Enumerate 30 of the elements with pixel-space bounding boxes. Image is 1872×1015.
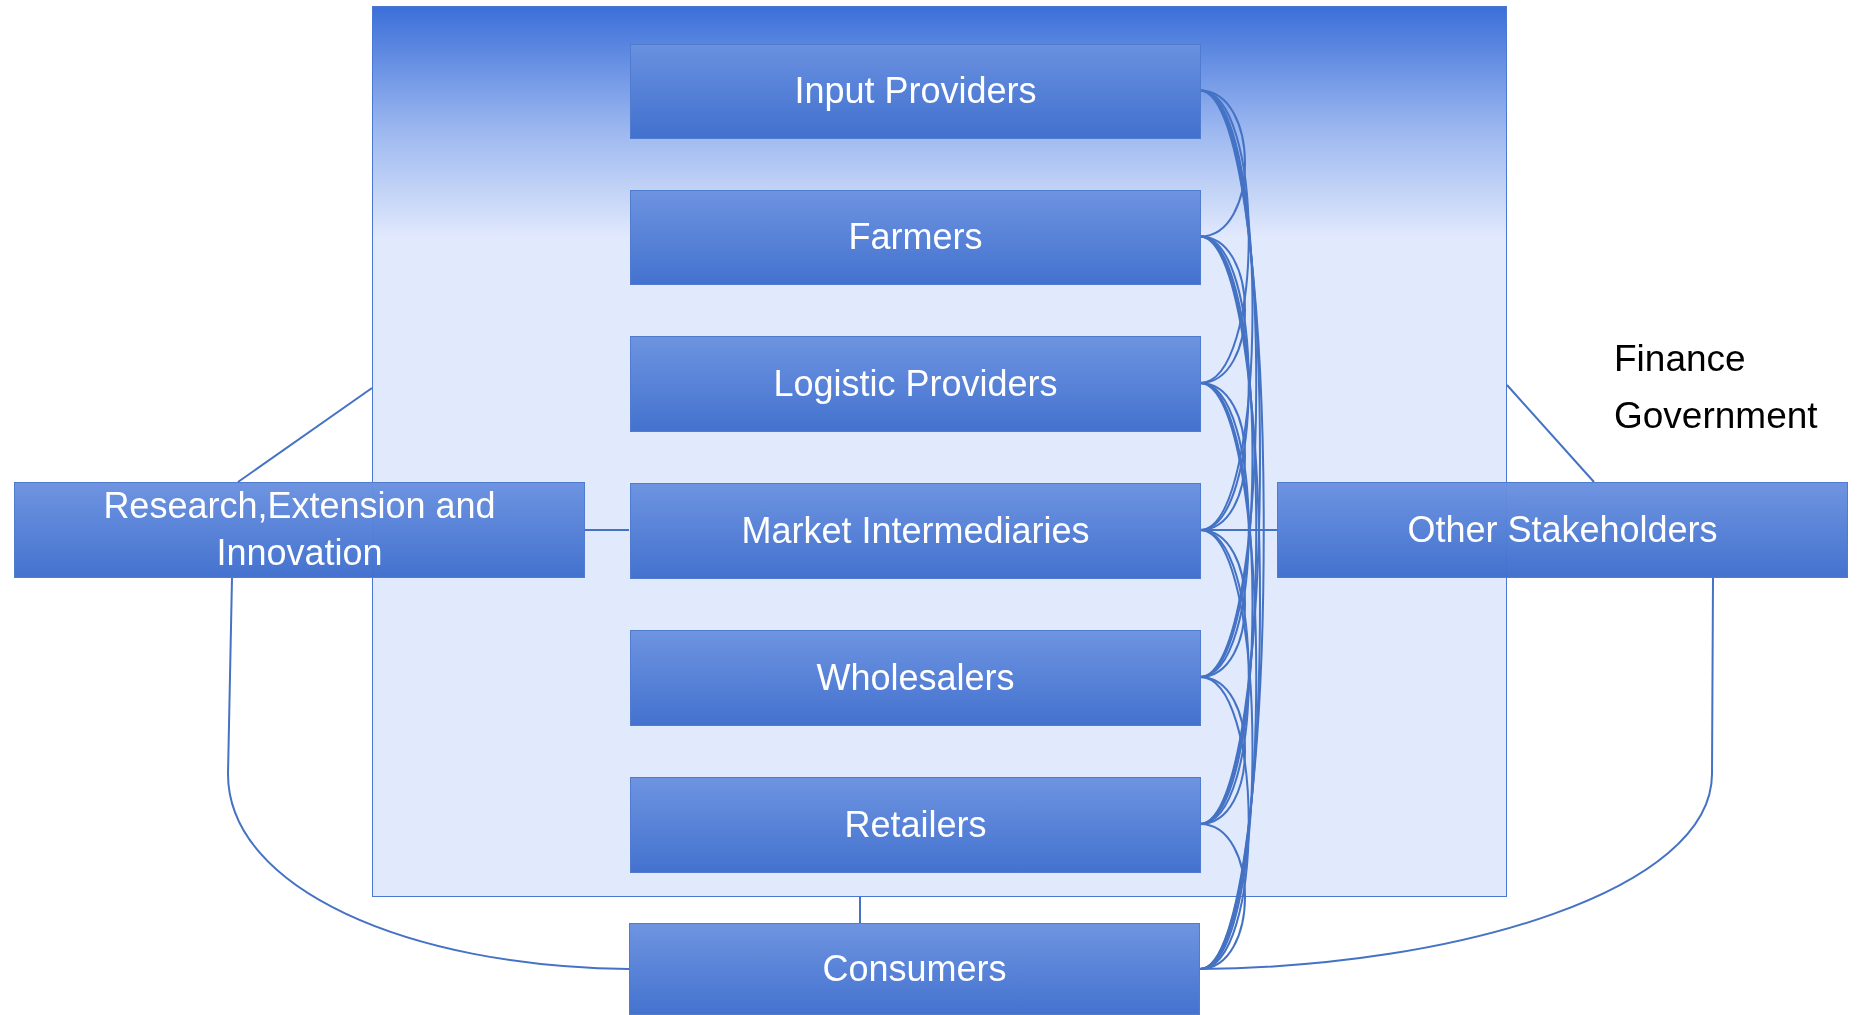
box-label: Input Providers: [794, 69, 1037, 114]
actor-box: [14, 482, 585, 578]
actor-box: [629, 923, 1200, 1015]
box-label: Retailers: [844, 802, 987, 847]
connector-line: [1199, 89, 1246, 238]
box-label: Logistic Providers: [773, 361, 1058, 406]
box-label: Research,Extension and Innovation: [102, 484, 497, 575]
connector-line: [1199, 676, 1250, 970]
actor-box: [630, 190, 1201, 285]
box-label: Farmers: [848, 215, 983, 260]
actor-box: [1277, 482, 1848, 578]
connector-line: [1199, 89, 1265, 970]
connector-line: [584, 529, 630, 531]
box-label: Other Stakeholders: [1407, 507, 1718, 552]
box-label: Market Intermediaries: [741, 508, 1090, 553]
box-label: Wholesalers: [816, 655, 1015, 700]
connector-line: [1506, 384, 1595, 483]
connector-line: [1199, 382, 1258, 970]
connector-line: [1199, 823, 1246, 970]
connector-line: [859, 896, 861, 924]
actor-box: [630, 44, 1201, 139]
actor-box: [630, 483, 1201, 579]
actor-box: [630, 336, 1201, 432]
box-label: Consumers: [822, 946, 1007, 991]
actor-box: [630, 777, 1201, 873]
stakeholder-note: Government: [1614, 395, 1818, 437]
connector-line: [227, 577, 630, 970]
stakeholder-note: Finance: [1614, 338, 1746, 380]
connector-line: [237, 387, 373, 483]
actor-box: [630, 630, 1201, 726]
